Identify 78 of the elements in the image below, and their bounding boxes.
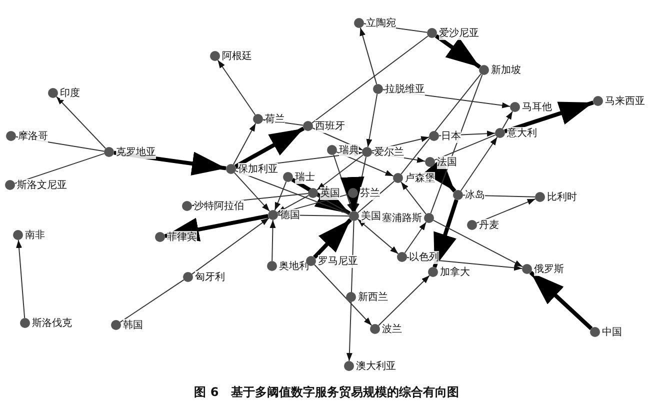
country-label: 美国 — [361, 210, 381, 222]
country-label: 马来西亚 — [605, 94, 645, 108]
arrow — [276, 194, 310, 214]
country-label: 新西兰 — [358, 290, 388, 304]
arrow — [360, 27, 378, 85]
country-label: 加拿大 — [440, 266, 470, 278]
arrow — [314, 264, 372, 326]
arrow — [404, 222, 427, 254]
country-label: 以色列 — [409, 250, 439, 264]
country-label: 拉脱维亚 — [385, 82, 425, 96]
country-label: 马耳他 — [522, 100, 552, 114]
arrow — [274, 181, 287, 211]
country-label: 新加坡 — [491, 64, 521, 76]
country-label: 澳大利亚 — [356, 360, 396, 372]
country-label: 阿根廷 — [222, 50, 252, 62]
arrow — [16, 239, 26, 319]
country-label: 菲律宾 — [167, 230, 197, 244]
country-label: 芬兰 — [360, 186, 380, 200]
arrow — [432, 220, 524, 268]
country-label: 冰岛 — [465, 188, 485, 202]
arrow — [502, 110, 513, 130]
arrow — [378, 275, 430, 326]
country-label: 韩国 — [123, 318, 143, 332]
country-label: 斯洛伐克 — [32, 316, 72, 330]
country-label: 瑞士 — [295, 170, 315, 184]
arrow — [434, 34, 482, 69]
arrow — [432, 199, 458, 268]
arrow — [460, 136, 498, 192]
country-label: 荷兰 — [265, 112, 285, 126]
country-label: 立陶宛 — [366, 16, 396, 30]
arrow — [164, 214, 268, 242]
arrow — [56, 96, 106, 149]
arrow — [316, 194, 350, 214]
country-label: 塞浦路斯 — [382, 212, 422, 224]
arrow — [366, 93, 378, 148]
arrow — [232, 122, 256, 166]
arrow — [357, 218, 399, 254]
country-label: 西班牙 — [315, 120, 345, 132]
country-label: 波兰 — [382, 322, 402, 336]
arrow — [333, 154, 353, 212]
country-label: 德国 — [280, 208, 300, 222]
country-label: 斯洛文尼亚 — [17, 178, 67, 192]
arrow — [529, 270, 593, 330]
country-label: 法国 — [437, 156, 457, 168]
country-label: 克罗地亚 — [116, 146, 156, 158]
country-label: 罗马尼亚 — [318, 254, 358, 268]
arrow — [346, 220, 354, 362]
arrow — [192, 217, 270, 275]
figure-caption: 图 6 基于多阈值数字服务贸易规模的综合有向图 — [193, 384, 460, 401]
arrow — [316, 154, 364, 190]
country-label: 中国 — [602, 326, 622, 338]
country-label: 英国 — [320, 186, 340, 200]
country-label: 日本 — [441, 130, 461, 142]
arrow — [476, 198, 536, 224]
country-label: 俄罗斯 — [534, 262, 564, 276]
country-label: 南非 — [25, 228, 45, 242]
country-label: 印度 — [60, 86, 80, 100]
country-label: 保加利亚 — [238, 162, 278, 176]
country-label: 匈牙利 — [195, 270, 225, 284]
arrow — [340, 176, 364, 212]
arrow — [234, 172, 270, 212]
arrow — [504, 100, 594, 134]
country-label: 比利时 — [547, 190, 577, 204]
country-label: 瑞典 — [339, 144, 359, 156]
country-label: 爱沙尼亚 — [439, 26, 479, 40]
country-label: 卢森堡 — [405, 172, 435, 184]
arrow — [291, 178, 351, 216]
arrow — [313, 218, 352, 259]
arrow — [336, 151, 394, 177]
arrow — [270, 220, 276, 262]
country-label: 爱尔兰 — [374, 146, 404, 158]
arrow — [217, 60, 256, 116]
country-label: 沙特阿拉伯 — [194, 200, 244, 212]
arrow — [400, 181, 426, 215]
country-label: 丹麦 — [479, 218, 499, 232]
country-label: 摩洛哥 — [18, 130, 48, 142]
country-label: 意大利 — [507, 126, 537, 140]
arrow — [234, 126, 305, 168]
